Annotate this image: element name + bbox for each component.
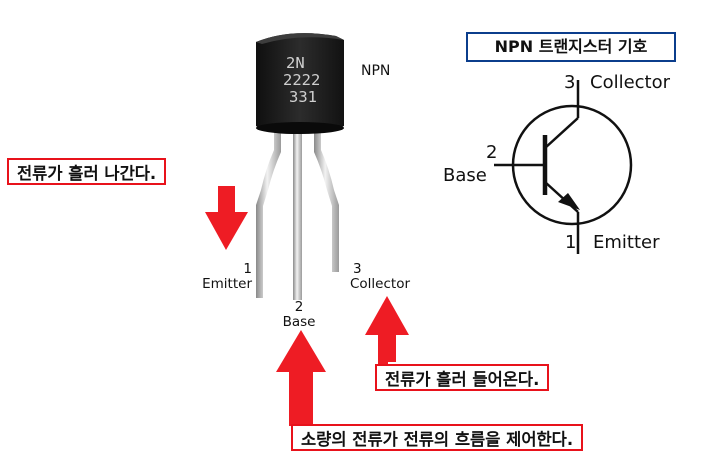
symbol-collector-number: 3 [564,72,576,93]
pin-base-label: 2 Base [270,300,328,330]
marking-line-3: 331 [289,88,317,106]
symbol-emitter-label: Emitter [593,232,660,253]
pin-collector-number: 3 [353,261,362,277]
symbol-title: NPN 트랜지스터 기호 [466,32,676,62]
pin-base-number: 2 [294,299,304,315]
marking-line-1: 2N [286,54,305,72]
symbol-emitter-number: 1 [565,232,577,253]
arrow-emitter-out [205,186,248,250]
symbol-collector-label: Collector [590,72,671,93]
symbol-collector-diag [544,117,579,149]
npn-type-label: NPN [361,63,391,79]
symbol-base-label: Base [443,165,487,186]
pin-emitter-number: 1 [243,261,252,277]
lead-base [293,126,302,300]
symbol-emitter-diag [544,181,579,213]
pin-collector-name: Collector [350,276,411,292]
pin-collector-label: 3 Collector [350,262,410,292]
callout-emitter-out: 전류가 흘러 나간다. [7,158,167,185]
package-marking: 2N 2222 331 [283,55,343,106]
pin-base-name: Base [282,314,316,330]
symbol-emitter-arrow [558,193,580,210]
to92-package [256,33,344,134]
lead-collector [314,126,339,272]
pin-emitter-label: 1 Emitter [192,262,252,292]
callout-base-control: 소량의 전류가 전류의 흐름을 제어한다. [291,424,584,451]
pin-emitter-name: Emitter [202,276,252,292]
arrow-base-in [276,330,326,426]
lead-emitter [256,126,281,298]
symbol-base-number: 2 [486,142,498,163]
callout-collector-in: 전류가 흘러 들어온다. [375,364,550,391]
marking-line-2: 2222 [283,71,321,89]
